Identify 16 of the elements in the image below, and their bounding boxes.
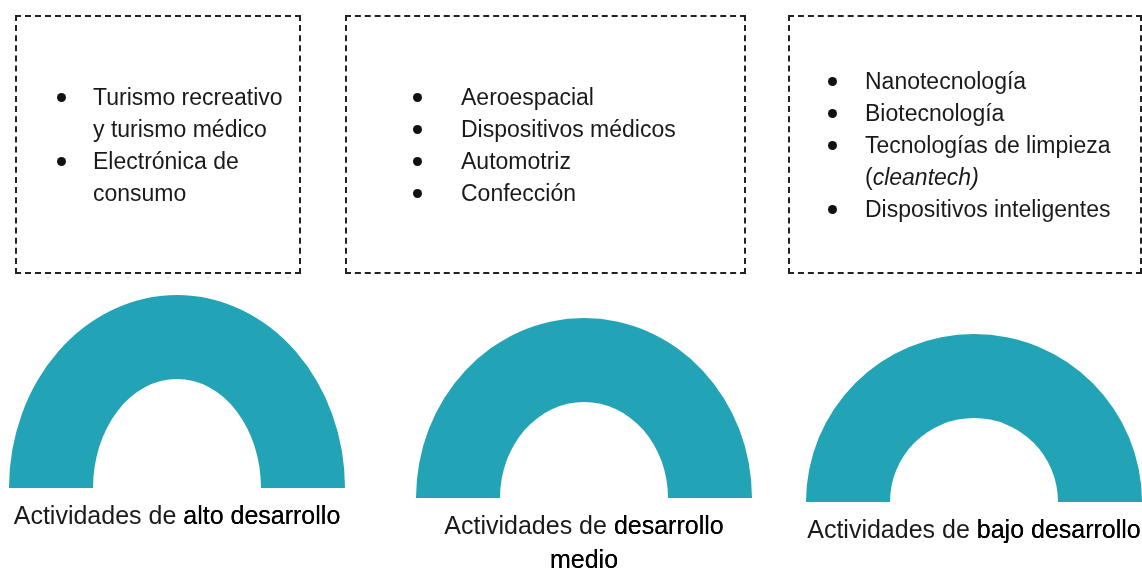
- bullet-item: Biotecnología: [865, 98, 1006, 128]
- bullet-item: Tecnologías de limpieza (cleantech): [865, 130, 1112, 192]
- bullet-item: Automotriz: [461, 146, 572, 176]
- bullet-item: Dispositivos médicos: [461, 114, 677, 144]
- dashed-list-box: [345, 15, 746, 274]
- bullet-item: Nanotecnología: [865, 66, 1028, 96]
- bullet-item: Aeroespacial: [461, 82, 595, 112]
- arch-label: Actividades de desarrollo medio: [443, 510, 725, 575]
- bullet-item: Dispositivos inteligentes: [865, 194, 1112, 224]
- arch-label: Actividades de bajo desarrollo: [806, 514, 1142, 545]
- bullet-item: Confección: [461, 178, 578, 208]
- bullet-item: Turismo recreativo y turismo médico: [93, 82, 283, 144]
- bullet-item: Electrónica de consumo: [93, 146, 240, 208]
- arch-label: Actividades de alto desarrollo: [12, 500, 342, 531]
- dashed-list-box: [15, 15, 301, 274]
- dashed-list-box: [788, 15, 1142, 274]
